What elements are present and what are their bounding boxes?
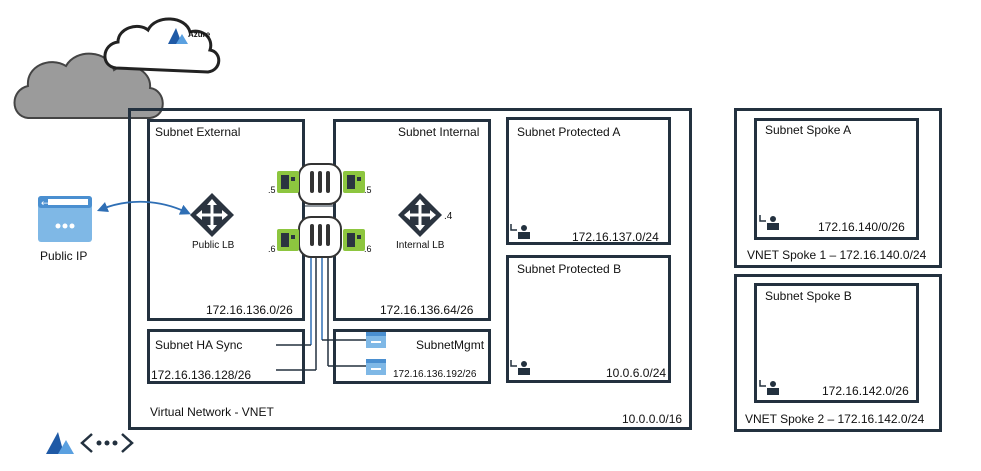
subnet-spoke-a-cidr: 172.16.140/0/26: [818, 220, 905, 234]
subnet-ha-sync-cidr: 172.16.136.128/26: [151, 368, 252, 382]
subnet-spoke-b-label: Subnet Spoke B: [765, 289, 852, 303]
nic-icon: [343, 229, 365, 251]
workload-icon: [509, 358, 531, 376]
subnet-spoke-a-box: [754, 118, 919, 240]
subnet-internal-cidr: 172.16.136.64/26: [380, 303, 474, 317]
vm-icon: [366, 359, 386, 375]
subnet-external-cidr: 172.16.136.0/26: [206, 303, 293, 317]
vnet-spoke-2-box: [734, 274, 942, 432]
svg-text:←: ←: [41, 199, 49, 209]
internal-lb-label: Internal LB: [396, 240, 445, 251]
public-lb-label: Public LB: [192, 240, 235, 251]
workload-icon: [758, 378, 780, 396]
public-ip-link: [96, 200, 191, 215]
vnet-spoke-1-label: VNET Spoke 1 – 172.16.140.0/24: [747, 248, 927, 262]
subnet-ha-sync-label: Subnet HA Sync: [155, 338, 243, 352]
subnet-mgmt-label: SubnetMgmt: [416, 338, 485, 352]
subnet-internal-label: Subnet Internal: [398, 125, 480, 139]
vnet-cidr: 10.0.0.0/16: [622, 412, 683, 426]
vnet-box: [128, 108, 692, 430]
subnet-spoke-b-cidr: 172.16.142.0/26: [822, 384, 909, 398]
firewall-icon[interactable]: [298, 216, 342, 258]
nic-int-top-ip: .5: [364, 185, 372, 195]
load-balancer-icon[interactable]: [398, 193, 442, 237]
subnet-spoke-b-box: [754, 283, 919, 403]
nic-icon: [277, 171, 299, 193]
vnet-spoke-1-box: [734, 108, 942, 268]
workload-icon: [509, 222, 531, 240]
vnet-spoke-2-label: VNET Spoke 2 – 172.16.142.0/24: [745, 412, 925, 426]
subnet-protected-b-cidr: 10.0.6.0/24: [606, 366, 667, 380]
public-ip-label: Public IP: [40, 249, 88, 263]
subnet-mgmt-box: [333, 329, 491, 384]
vm-icon: [366, 332, 386, 348]
subnet-protected-b-label: Subnet Protected B: [517, 262, 622, 276]
subnet-protected-a-label: Subnet Protected A: [517, 125, 621, 139]
workload-icon: [758, 213, 780, 231]
nic-icon: [277, 229, 299, 251]
subnet-protected-a-cidr: 172.16.137.0/24: [572, 230, 659, 244]
subnet-mgmt-cidr: 172.16.136.192/26: [393, 369, 477, 380]
nic-ext-bottom-ip: .6: [268, 244, 276, 254]
nic-icon: [343, 171, 365, 193]
nic-ext-top-ip: .5: [268, 185, 276, 195]
load-balancer-icon[interactable]: [190, 193, 234, 237]
public-ip-icon[interactable]: ←: [38, 196, 92, 242]
vnet-icon: [44, 428, 136, 458]
subnet-spoke-a-label: Subnet Spoke A: [765, 123, 852, 137]
subnet-protected-a-box: [506, 117, 671, 245]
subnet-external-label: Subnet External: [155, 125, 241, 139]
internal-lb-ip: .4: [444, 211, 453, 222]
subnet-protected-b-box: [506, 255, 671, 383]
nic-int-bottom-ip: .6: [364, 244, 372, 254]
firewall-icon[interactable]: [298, 163, 342, 205]
azure-label: Azure: [188, 30, 211, 39]
vnet-label: Virtual Network - VNET: [150, 405, 274, 419]
subnet-ha-sync-box: [147, 329, 305, 384]
